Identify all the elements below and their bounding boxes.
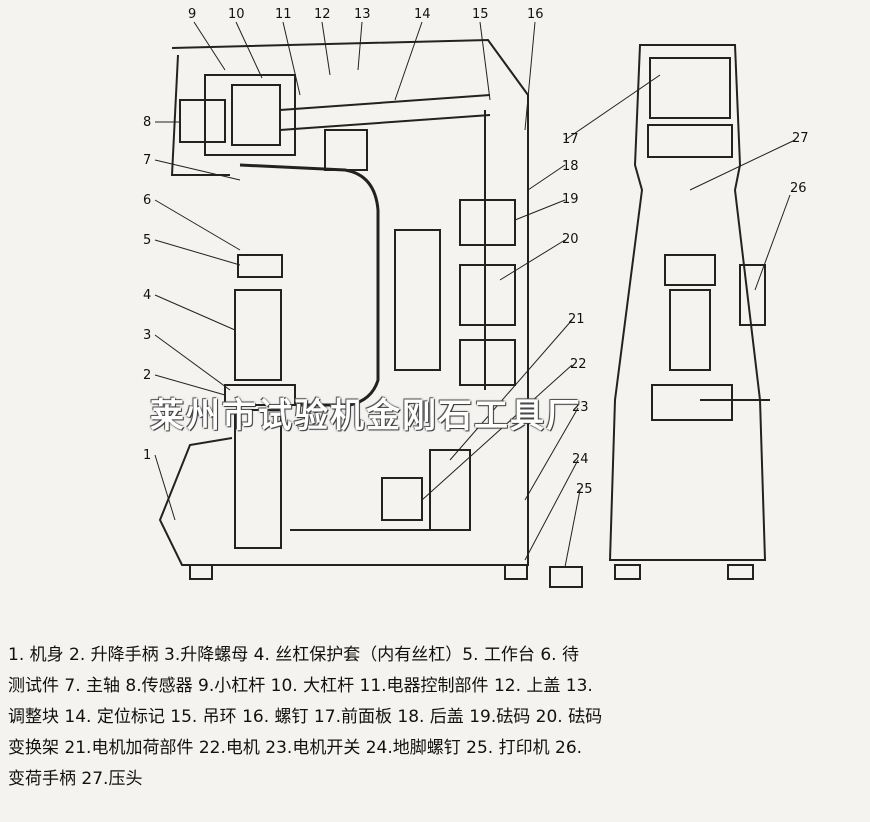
callout-23: 23 (572, 400, 589, 415)
callout-7: 7 (143, 153, 151, 168)
callout-21: 21 (568, 312, 585, 327)
callout-13: 13 (354, 7, 371, 22)
parts-legend: 1. 机身 2. 升降手柄 3.升降螺母 4. 丝杠保护套（内有丝杠）5. 工作… (8, 640, 863, 795)
callout-26: 26 (790, 181, 807, 196)
callout-24: 24 (572, 452, 589, 467)
legend-line: 调整块 14. 定位标记 15. 吊环 16. 螺钉 17.前面板 18. 后盖… (8, 707, 603, 727)
legend-line: 变荷手柄 27.压头 (8, 769, 143, 789)
hardness-tester-diagram: 9 10 11 12 13 14 15 16 8 7 6 5 4 3 2 1 1… (143, 7, 809, 588)
callout-17: 17 (562, 132, 579, 147)
callout-15: 15 (472, 7, 489, 22)
callout-12: 12 (314, 7, 331, 22)
callout-5: 5 (143, 233, 151, 248)
callout-16: 16 (527, 7, 544, 22)
callout-9: 9 (188, 7, 196, 22)
callout-18: 18 (562, 159, 579, 174)
watermark: 莱州市试验机金刚石工具厂 (150, 396, 582, 436)
callout-6: 6 (143, 193, 151, 208)
callout-3: 3 (143, 328, 151, 343)
callout-8: 8 (143, 115, 151, 130)
legend-line: 1. 机身 2. 升降手柄 3.升降螺母 4. 丝杠保护套（内有丝杠）5. 工作… (8, 645, 579, 665)
callout-20: 20 (562, 232, 579, 247)
callout-1: 1 (143, 448, 151, 463)
legend-line: 变换架 21.电机加荷部件 22.电机 23.电机开关 24.地脚螺钉 25. … (8, 738, 583, 758)
callout-labels: 9 10 11 12 13 14 15 16 8 7 6 5 4 3 2 1 1… (143, 7, 809, 497)
callout-27: 27 (792, 131, 809, 146)
callout-22: 22 (570, 357, 587, 372)
callout-2: 2 (143, 368, 151, 383)
callout-11: 11 (275, 7, 292, 22)
callout-10: 10 (228, 7, 245, 22)
legend-line: 测试件 7. 主轴 8.传感器 9.小杠杆 10. 大杠杆 11.电器控制部件 … (8, 676, 593, 696)
callout-4: 4 (143, 288, 151, 303)
callout-25: 25 (576, 482, 593, 497)
callout-14: 14 (414, 7, 431, 22)
callout-19: 19 (562, 192, 579, 207)
